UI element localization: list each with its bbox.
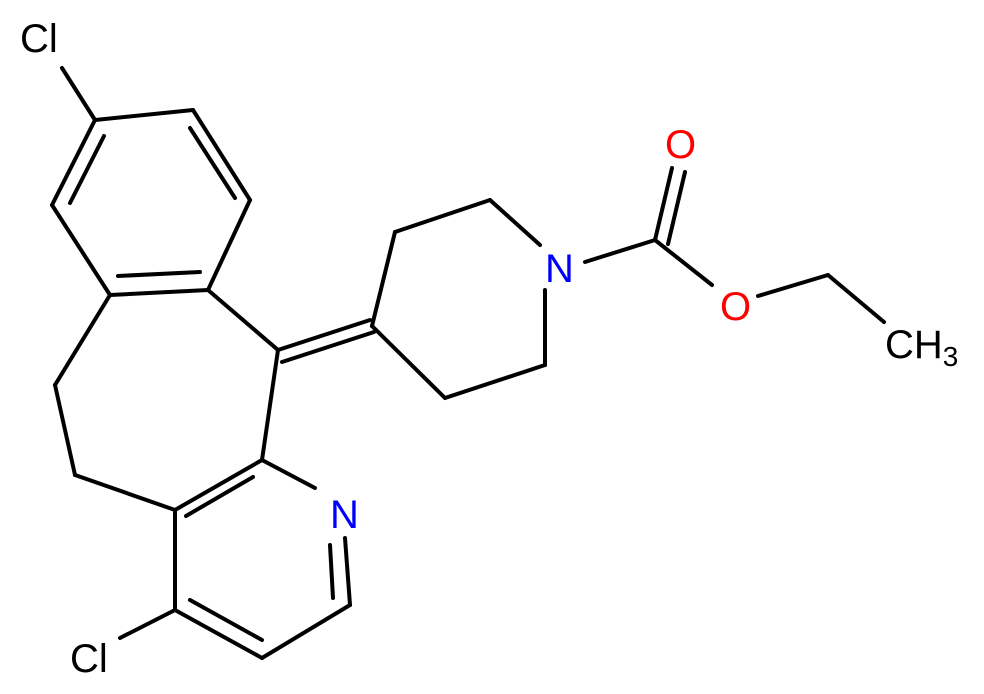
bond [583, 238, 657, 264]
bond [343, 536, 352, 607]
atom-label-n-pyridine: N [330, 493, 359, 537]
bond [488, 198, 542, 247]
bond [50, 203, 112, 297]
bond [443, 363, 547, 400]
bond [328, 543, 335, 600]
bond [260, 348, 280, 462]
bond [756, 273, 830, 298]
bond [276, 318, 372, 352]
bond [370, 324, 447, 400]
bond [393, 198, 492, 234]
atom-label-o-carbonyl: O [665, 123, 696, 167]
bond [666, 170, 687, 246]
atom-label-ch3: CH3 [885, 323, 958, 372]
bond-c-cl-bottom [118, 608, 177, 640]
cycloheptane-ring [53, 288, 280, 512]
bond [50, 118, 97, 207]
bond [188, 126, 237, 200]
bond [108, 288, 210, 297]
bond [191, 108, 252, 202]
bond [206, 288, 280, 352]
bond [173, 608, 264, 660]
bond-c-cl-top [60, 66, 97, 122]
bond [68, 134, 106, 205]
bond [188, 598, 264, 642]
bond [53, 383, 77, 477]
ch3-subscript: 3 [943, 341, 959, 372]
bond [116, 270, 202, 278]
bond [73, 473, 177, 512]
bond [260, 603, 352, 660]
bond [173, 458, 264, 512]
bond [53, 293, 112, 387]
atom-label-n-piperidine: N [545, 247, 574, 291]
benzene-ring [50, 108, 252, 297]
bond [260, 458, 317, 490]
atom-label-cl-top: Cl [20, 17, 58, 61]
atom-label-o-ester: O [720, 285, 751, 329]
bond [93, 108, 195, 122]
bond [184, 475, 255, 518]
ch3-main: CH [885, 323, 943, 367]
piperidine-ring [370, 198, 547, 400]
bond [653, 166, 674, 242]
bond [206, 198, 252, 292]
bond [826, 273, 886, 324]
bond [653, 238, 714, 287]
bond [280, 330, 376, 364]
pyridine-ring [173, 458, 352, 660]
bond [370, 230, 397, 328]
atom-label-cl-bottom: Cl [70, 637, 108, 681]
